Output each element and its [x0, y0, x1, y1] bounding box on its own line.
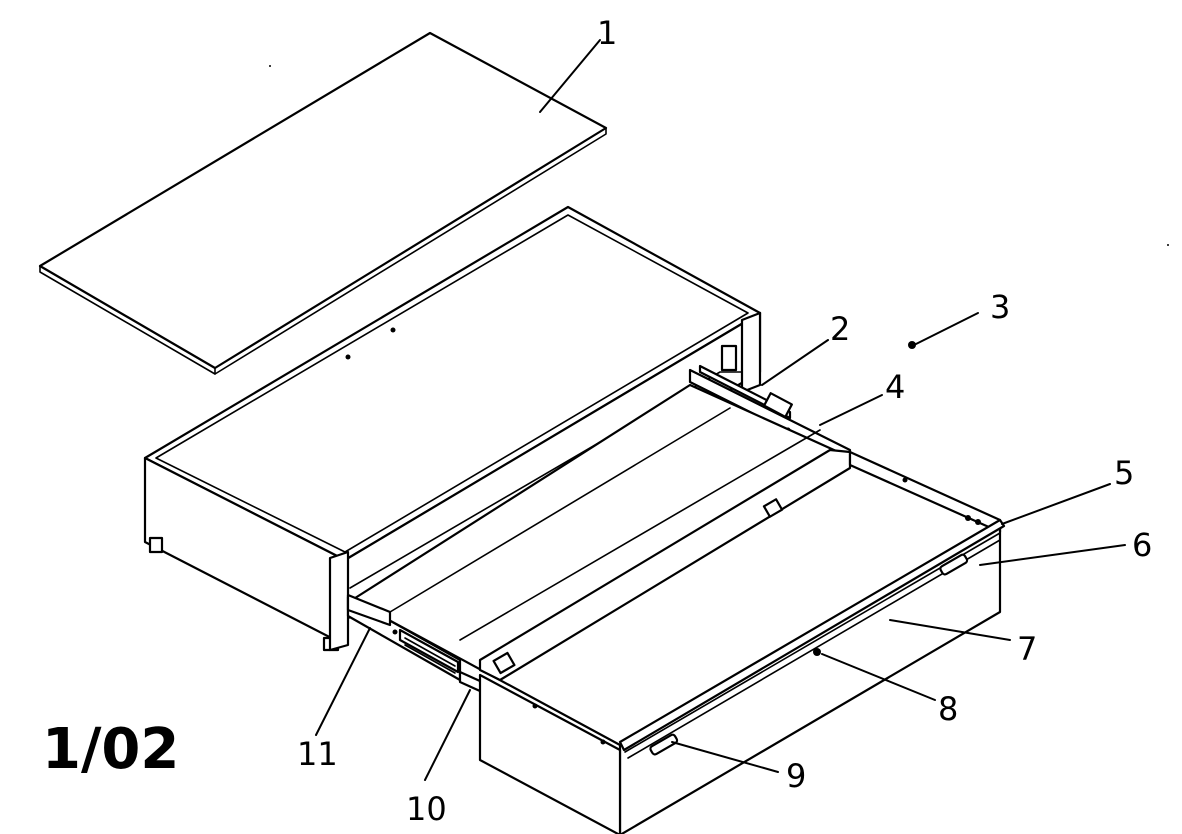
callout-labels: 1 2 3 4 5 6 7 8 9 10 11 [297, 14, 1152, 828]
handle-cutout-left [649, 733, 679, 756]
callout-5: 5 [1114, 454, 1134, 492]
callout-1: 1 [597, 14, 617, 52]
callout-8: 8 [938, 690, 958, 728]
callout-4: 4 [885, 368, 905, 406]
callout-3: 3 [990, 288, 1010, 326]
callout-11: 11 [297, 735, 338, 773]
screw-loose [908, 341, 916, 349]
leader-lines [315, 39, 1126, 781]
cabinet-foot [148, 536, 164, 554]
drawer [346, 383, 1006, 834]
page-code: 1/02 [42, 717, 179, 782]
handle-cutout-right [939, 553, 969, 576]
slide-clip [763, 392, 793, 418]
callout-2: 2 [830, 310, 850, 348]
clip [762, 498, 784, 518]
screw [813, 648, 821, 656]
top-panel [38, 31, 608, 375]
callout-9: 9 [786, 757, 806, 795]
callout-10: 10 [406, 790, 447, 828]
callout-7: 7 [1017, 630, 1037, 668]
rear-bracket [720, 344, 738, 372]
clip [492, 651, 516, 675]
callout-6: 6 [1132, 526, 1152, 564]
